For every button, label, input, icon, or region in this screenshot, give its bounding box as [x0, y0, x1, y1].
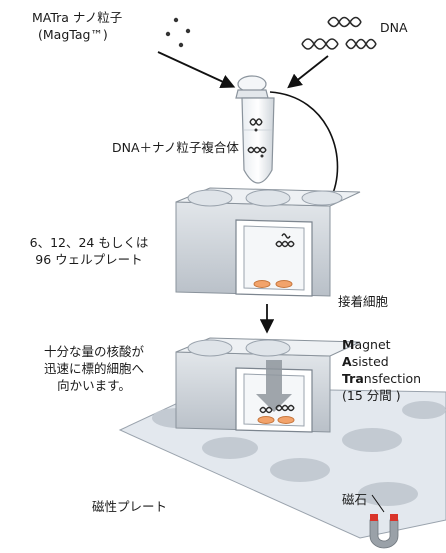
magnetic-plate-label: 磁性プレート	[92, 499, 168, 514]
well-plate-upper	[175, 187, 361, 297]
plate-label-line1: 6、12、24 もしくは	[29, 235, 149, 250]
dna-helix-icon	[301, 16, 377, 50]
nucleic-line1: 十分な量の核酸が	[43, 344, 144, 359]
magnet-method-label: Magnet Asisted Transfection (15 分間 )	[342, 336, 421, 404]
arrow-dna	[287, 55, 329, 89]
method-asisted: sisted	[351, 354, 389, 369]
dna-label: DNA	[380, 20, 408, 35]
magnet-leader	[371, 494, 385, 513]
method-magnet: agnet	[354, 337, 391, 352]
method-nsfection: nsfection	[363, 371, 422, 386]
method-m: M	[342, 337, 355, 352]
complex-label: DNA＋ナノ粒子複合体	[112, 140, 239, 155]
nanoparticle-label: MATra ナノ粒子 (MagTag™)	[32, 9, 122, 43]
method-a: A	[342, 354, 352, 369]
nanoparticle-name: MATra ナノ粒子	[32, 10, 123, 25]
nanoparticle-brand: (MagTag™)	[38, 27, 108, 42]
adherent-cells-label: 接着細胞	[338, 294, 389, 309]
tube-icon	[235, 75, 275, 184]
magnet-icon	[369, 514, 399, 549]
plate-label: 6、12、24 もしくは 96 ウェルプレート	[14, 234, 164, 268]
nucleic-acid-label: 十分な量の核酸が 迅速に標的細胞へ 向かいます。	[24, 343, 164, 394]
magnet-label: 磁石	[342, 492, 368, 507]
nucleic-line2: 迅速に標的細胞へ	[43, 361, 144, 376]
arrow-nanoparticle	[157, 51, 236, 89]
method-duration: (15 分間 )	[342, 388, 401, 403]
nucleic-line3: 向かいます。	[57, 378, 131, 393]
plate-label-line2: 96 ウェルプレート	[35, 252, 143, 267]
well-plate-lower	[175, 337, 361, 433]
method-tra: Tra	[342, 371, 364, 386]
nanoparticle-dots	[165, 17, 191, 48]
